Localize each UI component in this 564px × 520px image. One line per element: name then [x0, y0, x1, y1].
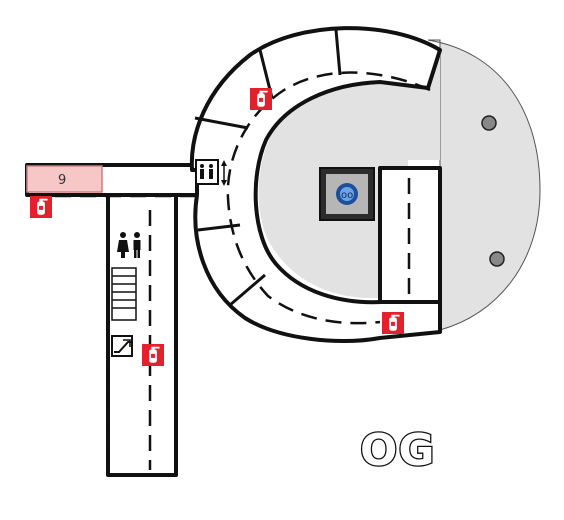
- central-elevator[interactable]: oo: [319, 167, 375, 221]
- grey-hall-area: [427, 39, 541, 331]
- fire-extinguisher-icon[interactable]: [250, 88, 272, 110]
- floor-label: OG: [360, 425, 436, 476]
- fire-extinguisher-icon[interactable]: [142, 344, 164, 366]
- toilet-icon: [117, 232, 141, 258]
- ring-divider-5: [229, 273, 266, 307]
- fire-extinguisher-icon[interactable]: [382, 312, 404, 334]
- ring-divider-1: [334, 29, 342, 76]
- ring-divider-4: [197, 223, 241, 232]
- elevator-icon: [195, 159, 227, 186]
- ring-divider-3: [194, 116, 249, 130]
- escalator-icon: [111, 335, 133, 357]
- column-1: [481, 115, 497, 131]
- column-2: [489, 251, 505, 267]
- fire-extinguisher-icon[interactable]: [30, 196, 52, 218]
- room-9-label: 9: [58, 173, 66, 188]
- stairs-icon: [111, 267, 137, 321]
- room-9[interactable]: [26, 165, 103, 193]
- svg-text:oo: oo: [341, 190, 353, 201]
